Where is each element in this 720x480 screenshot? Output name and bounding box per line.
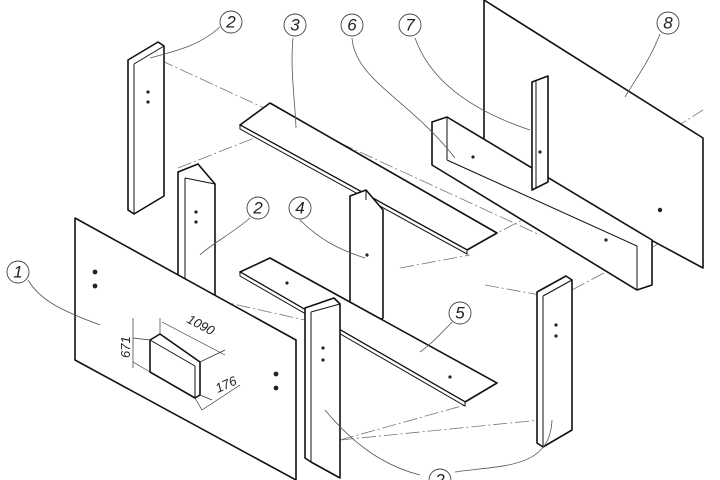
part-2-side-board-top [127, 41, 165, 215]
balloon-6: 6 [340, 13, 364, 37]
balloon-label: 6 [347, 16, 357, 35]
balloon-label: 2 [434, 471, 445, 480]
balloon-label: 7 [405, 16, 415, 35]
dimension-lines [132, 318, 241, 411]
balloon-2-bottom: 2 [428, 468, 452, 480]
balloon-label: 8 [663, 14, 673, 33]
balloon-label: 5 [455, 304, 465, 323]
balloon-label: 2 [225, 13, 236, 32]
leader-lines [27, 26, 661, 476]
balloon-2-middle: 2 [246, 196, 270, 220]
part-6-rail [431, 116, 653, 291]
balloon-5: 5 [448, 301, 472, 325]
balloon-1: 1 [6, 260, 30, 284]
balloon-label: 4 [295, 199, 304, 218]
balloon-3: 3 [283, 13, 307, 37]
part-1-front-panel: 671 1090 176 [74, 217, 297, 480]
part-8-back-panel [483, 0, 704, 269]
part-7-strip [531, 75, 549, 191]
part-2-side-board-bottom [304, 297, 341, 479]
balloon-4: 4 [288, 196, 312, 220]
balloon-label: 2 [252, 199, 263, 218]
part-2-side-board-right [536, 275, 573, 448]
part-5-bottom-shelf [239, 257, 498, 407]
dimension-height: 671 [118, 336, 133, 358]
balloon-2-top: 2 [219, 10, 243, 34]
part-3-top-shelf [239, 102, 498, 255]
balloon-label: 1 [13, 263, 22, 282]
balloon-8: 8 [656, 11, 680, 35]
balloon-7: 7 [398, 13, 422, 37]
balloon-label: 3 [290, 16, 300, 35]
